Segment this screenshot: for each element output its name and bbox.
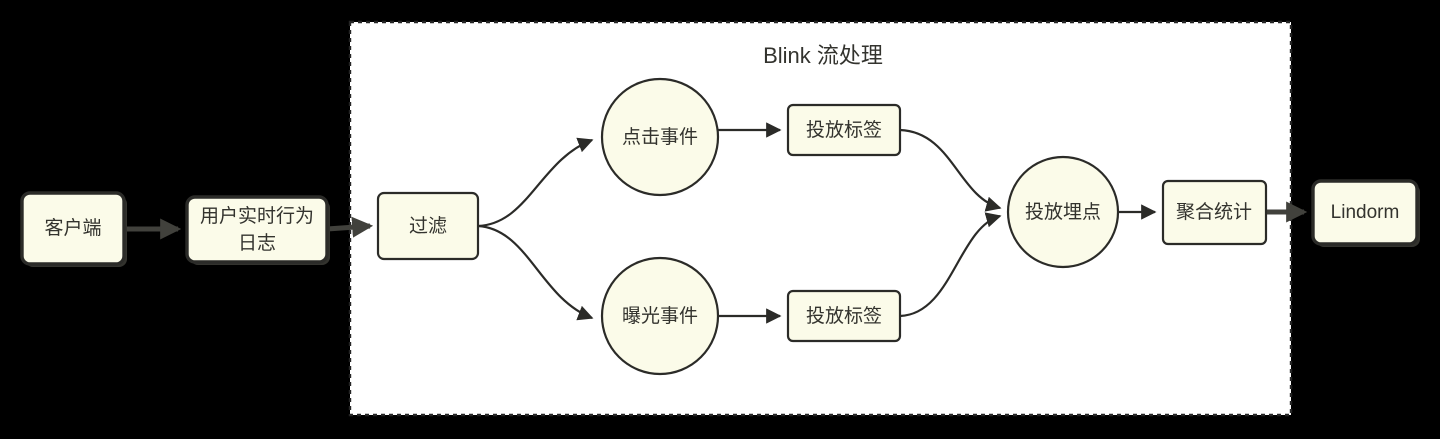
click-event-circle[interactable] — [600, 77, 720, 197]
filter-box[interactable] — [376, 191, 480, 261]
tracking-circle[interactable] — [1006, 155, 1120, 269]
edge-tag-top-to-tracking — [899, 128, 1002, 212]
node-tag-top[interactable]: 投放标签 — [786, 103, 902, 157]
aggregate-label: 聚合统计 — [1176, 201, 1252, 223]
aggregate-box[interactable] — [1161, 179, 1268, 246]
blink-container — [348, 20, 1293, 417]
filter-label: 过滤 — [409, 215, 447, 237]
node-tracking[interactable]: 投放埋点 — [1006, 155, 1120, 269]
blink-container-title: Blink 流处理 — [763, 43, 883, 68]
user-log-box[interactable] — [185, 195, 329, 264]
node-impress-event[interactable]: 曝光事件 — [600, 256, 720, 376]
node-tag-bottom[interactable]: 投放标签 — [786, 289, 902, 343]
edge-filter-to-click-event — [477, 137, 594, 228]
node-lindorm[interactable]: Lindorm — [1311, 179, 1420, 247]
tag-top-box[interactable] — [786, 103, 902, 157]
lindorm-label: Lindorm — [1331, 202, 1400, 223]
client-box[interactable] — [20, 191, 126, 266]
node-user-log[interactable]: 用户实时行为 日志 — [185, 195, 330, 265]
edge-tag-bottom-to-tracking — [899, 212, 1002, 318]
click-event-label: 点击事件 — [622, 126, 698, 148]
node-click-event[interactable]: 点击事件 — [600, 77, 720, 197]
tracking-label: 投放埋点 — [1025, 201, 1101, 223]
tag-bottom-label: 投放标签 — [806, 305, 882, 327]
tag-top-label: 投放标签 — [806, 119, 882, 141]
user-log-label-line2: 日志 — [238, 232, 276, 254]
blink-container-group: Blink 流处理 — [348, 20, 1293, 417]
node-aggregate[interactable]: 聚合统计 — [1161, 179, 1268, 246]
lindorm-box[interactable] — [1311, 179, 1419, 246]
user-log-label-line1: 用户实时行为 — [200, 205, 314, 227]
client-label: 客户端 — [44, 217, 101, 239]
edge-user-log-to-filter — [326, 216, 374, 238]
tag-bottom-box[interactable] — [786, 289, 902, 343]
impress-event-circle[interactable] — [600, 256, 720, 376]
edges-group — [124, 122, 1308, 324]
edge-filter-to-impress-event — [477, 224, 594, 321]
impress-event-label: 曝光事件 — [622, 305, 698, 327]
node-client[interactable]: 客户端 — [20, 191, 127, 267]
node-filter[interactable]: 过滤 — [376, 191, 480, 261]
